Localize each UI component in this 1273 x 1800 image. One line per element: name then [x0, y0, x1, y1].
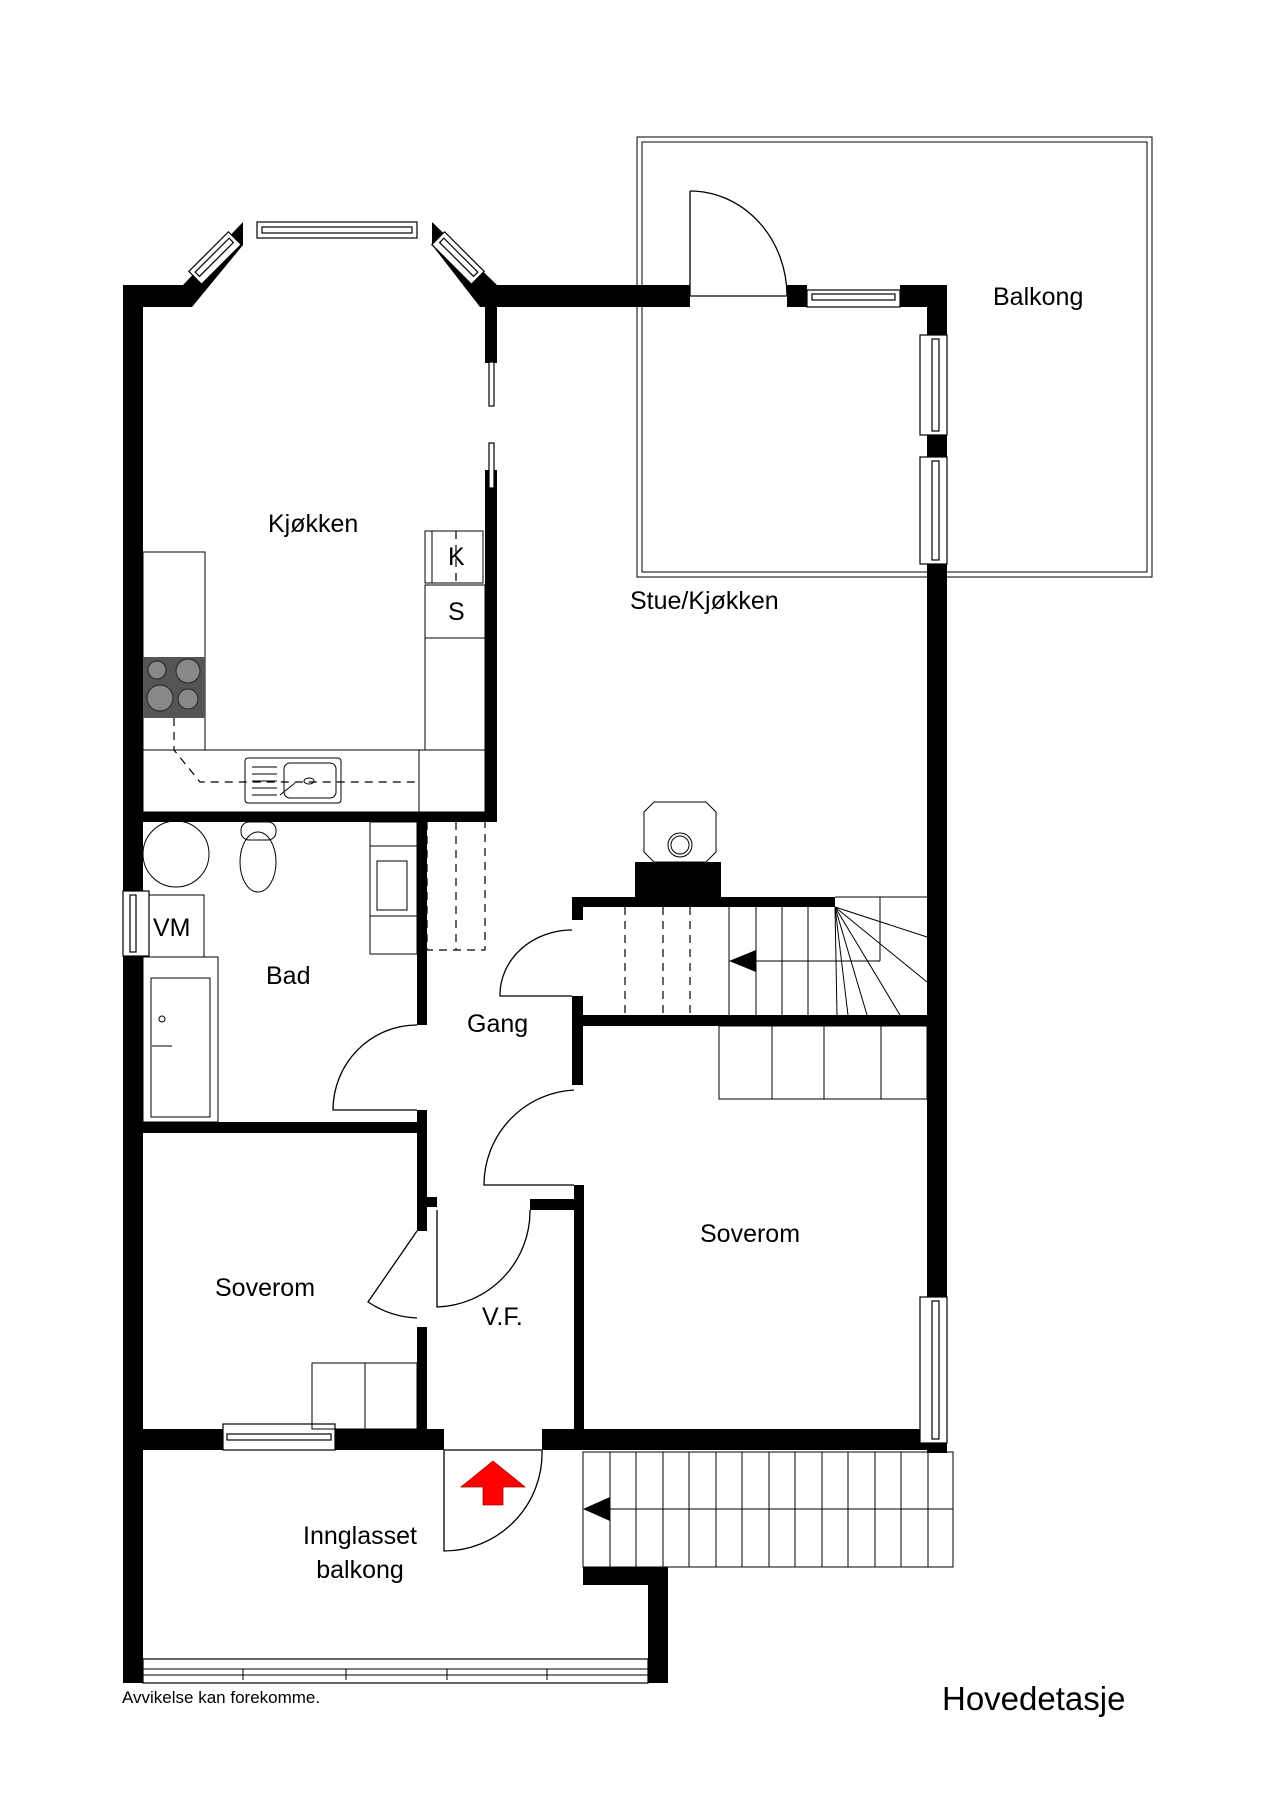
room-label-stue: Stue/Kjøkken [630, 587, 779, 615]
room-label-vm: VM [153, 914, 191, 942]
room-label-balkong: Balkong [993, 283, 1084, 311]
kitchen-counters [142, 530, 486, 813]
room-label-soverom-right: Soverom [700, 1220, 801, 1248]
door-swings [311, 929, 575, 1552]
bathroom-fixtures [142, 820, 486, 1123]
room-label-kjokken: Kjøkken [268, 510, 359, 538]
wood-stove [643, 801, 717, 863]
room-label-gang: Gang [467, 1010, 529, 1038]
stair-direction-icon [729, 950, 756, 972]
floor-title: Hovedetasje [942, 1680, 1126, 1717]
entrance-arrow-icon [459, 1460, 527, 1506]
room-label-bad: Bad [266, 962, 311, 990]
balcony-door-swing [689, 190, 788, 297]
appliance-label-fridge: K [448, 543, 465, 571]
balcony-outline [636, 136, 1153, 578]
room-label-innglasset-2: balkong [316, 1556, 404, 1584]
room-label-soverom-left: Soverom [215, 1274, 316, 1302]
walls [123, 222, 947, 1683]
room-label-innglasset-1: Innglasset [303, 1522, 417, 1550]
windows [122, 221, 948, 1684]
disclaimer-text: Avvikelse kan forekomme. [122, 1688, 321, 1707]
appliance-label-freezer: S [448, 598, 465, 626]
indoor-stairs [624, 896, 928, 1100]
stair-direction-icon [583, 1497, 610, 1521]
outdoor-stairs [582, 1451, 954, 1568]
room-label-vf: V.F. [482, 1303, 523, 1331]
